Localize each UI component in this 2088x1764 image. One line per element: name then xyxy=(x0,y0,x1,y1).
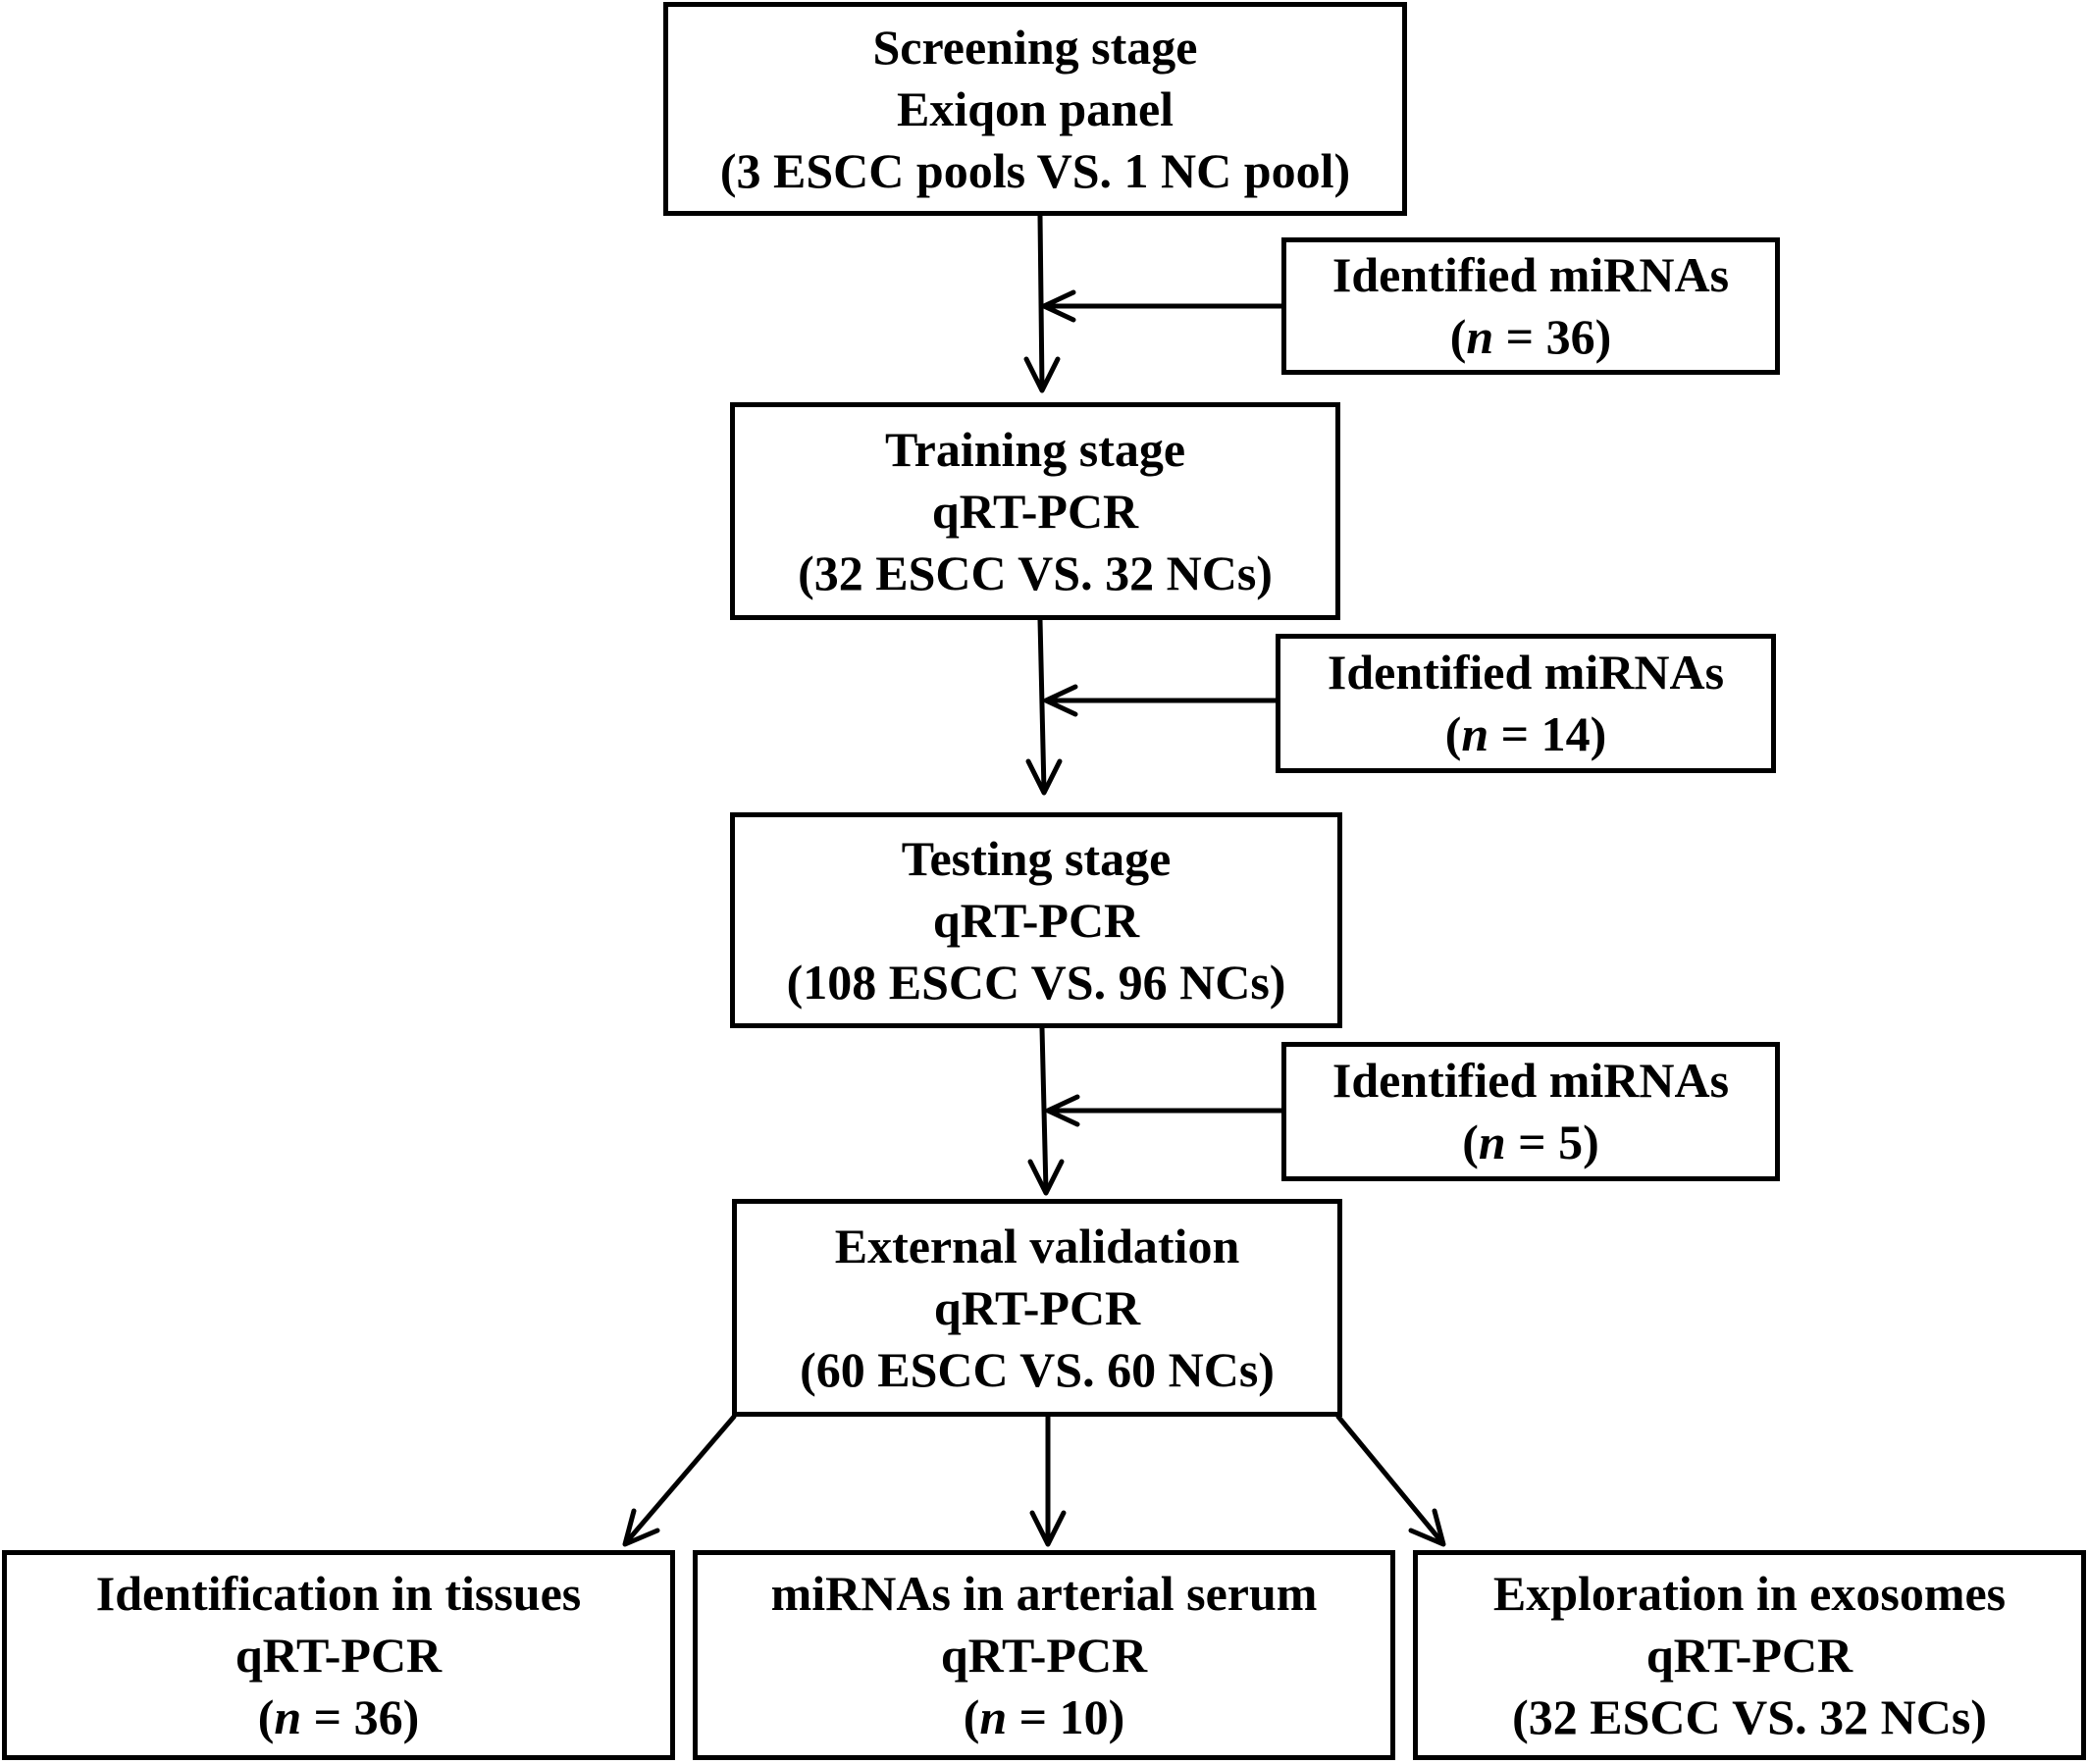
external-validation-method: qRT-PCR xyxy=(933,1279,1141,1335)
identified-mirnas-box-3: Identified miRNAs (n = 5) xyxy=(1281,1042,1780,1181)
identified-mirnas-label: Identified miRNAs xyxy=(1331,247,1730,302)
identified-mirnas-label: Identified miRNAs xyxy=(1327,645,1725,700)
exosomes-title: Exploration in exosomes xyxy=(1492,1565,2007,1621)
tissues-count: (n = 36) xyxy=(257,1688,420,1744)
screening-stage-samples: (3 ESCC pools VS. 1 NC pool) xyxy=(719,142,1351,198)
training-stage-box: Training stage qRT-PCR (32 ESCC VS. 32 N… xyxy=(730,402,1340,620)
screening-stage-method: Exiqon panel xyxy=(896,80,1174,136)
training-stage-samples: (32 ESCC VS. 32 NCs) xyxy=(798,545,1273,600)
identification-in-tissues-box: Identification in tissues qRT-PCR (n = 3… xyxy=(2,1550,675,1760)
arrowhead-to-exosomes xyxy=(1408,1508,1446,1547)
exosomes-method: qRT-PCR xyxy=(1645,1627,1853,1683)
identified-mirnas-label: Identified miRNAs xyxy=(1331,1053,1730,1108)
exosomes-samples: (32 ESCC VS. 32 NCs) xyxy=(1512,1688,1987,1744)
testing-stage-box: Testing stage qRT-PCR (108 ESCC VS. 96 N… xyxy=(730,812,1342,1028)
arrowhead-identified-3 xyxy=(1045,1094,1080,1127)
arterial-method: qRT-PCR xyxy=(940,1627,1148,1683)
identified-mirnas-box-1: Identified miRNAs (n = 36) xyxy=(1281,237,1780,375)
tissues-title: Identification in tissues xyxy=(95,1565,582,1621)
arrow-testing-to-external xyxy=(1039,1025,1049,1194)
arterial-count: (n = 10) xyxy=(963,1688,1125,1744)
arrowhead-identified-1 xyxy=(1041,289,1076,323)
arrowhead-identified-2 xyxy=(1043,684,1078,717)
external-validation-title: External validation xyxy=(834,1218,1240,1273)
arrowhead-training-to-testing xyxy=(1025,758,1063,796)
training-stage-title: Training stage xyxy=(884,421,1186,477)
testing-stage-method: qRT-PCR xyxy=(932,892,1140,948)
arterial-serum-box: miRNAs in arterial serum qRT-PCR (n = 10… xyxy=(693,1550,1395,1760)
identified-mirnas-count: (n = 5) xyxy=(1462,1115,1599,1169)
identified-mirnas-box-2: Identified miRNAs (n = 14) xyxy=(1276,634,1776,773)
arrow-to-exosomes xyxy=(1335,1414,1443,1543)
screening-stage-box: Screening stage Exiqon panel (3 ESCC poo… xyxy=(663,2,1407,216)
testing-stage-title: Testing stage xyxy=(901,830,1172,886)
arterial-title: miRNAs in arterial serum xyxy=(770,1565,1318,1621)
external-validation-samples: (60 ESCC VS. 60 NCs) xyxy=(800,1341,1275,1397)
arrowhead-testing-to-external xyxy=(1027,1159,1065,1196)
training-stage-method: qRT-PCR xyxy=(931,483,1139,539)
identified-mirnas-count: (n = 36) xyxy=(1449,309,1612,364)
arrowhead-to-tissues xyxy=(622,1508,660,1547)
screening-stage-title: Screening stage xyxy=(872,19,1198,75)
identified-mirnas-count: (n = 14) xyxy=(1444,706,1607,761)
tissues-method: qRT-PCR xyxy=(235,1627,443,1683)
arrowhead-to-arterial xyxy=(1029,1510,1067,1547)
arrow-to-tissues xyxy=(625,1414,737,1543)
exploration-in-exosomes-box: Exploration in exosomes qRT-PCR (32 ESCC… xyxy=(1413,1550,2086,1760)
external-validation-box: External validation qRT-PCR (60 ESCC VS.… xyxy=(732,1199,1342,1417)
arrow-training-to-testing xyxy=(1037,617,1047,794)
arrow-screening-to-training xyxy=(1037,213,1045,391)
testing-stage-samples: (108 ESCC VS. 96 NCs) xyxy=(786,954,1286,1010)
arrowhead-screening-to-training xyxy=(1023,356,1061,393)
